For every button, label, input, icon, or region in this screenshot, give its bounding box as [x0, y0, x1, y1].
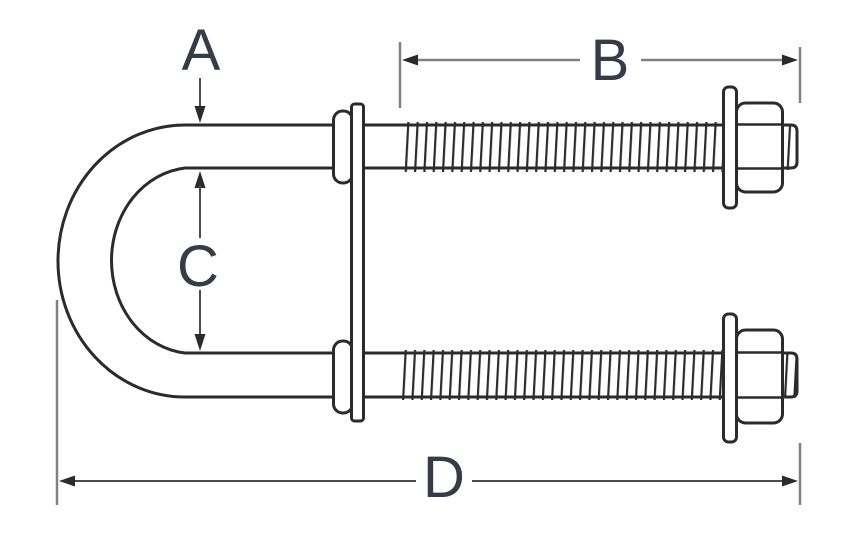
- arrow-right-icon: [782, 475, 798, 487]
- hex-nut-bottom: [735, 328, 784, 425]
- thread-stub-top: [783, 124, 796, 170]
- mounting-plate: [350, 102, 365, 423]
- threads-top-leg: [402, 122, 726, 172]
- dimension-a-label: A: [182, 18, 221, 83]
- dimension-d-label: D: [423, 445, 465, 510]
- dimension-c: C: [177, 171, 219, 351]
- hex-nut-top: [735, 101, 784, 194]
- flat-washer-bottom: [722, 312, 738, 444]
- collar-bottom: [332, 339, 354, 415]
- arrow-up-icon: [194, 171, 206, 188]
- arrow-down-icon: [194, 334, 206, 351]
- dimension-d: D: [55, 300, 802, 510]
- dimension-b: B: [398, 28, 802, 108]
- flat-washer-top: [722, 85, 738, 210]
- threads-bottom-leg: [402, 350, 726, 400]
- dimension-a: A: [182, 18, 221, 123]
- dimension-b-label: B: [591, 28, 630, 93]
- dimension-c-label: C: [177, 234, 219, 299]
- thread-stub-bottom: [783, 352, 796, 398]
- arrow-left-icon: [59, 475, 75, 487]
- arrow-right-icon: [782, 54, 798, 66]
- collar-top: [332, 109, 354, 185]
- arrow-down-icon: [194, 106, 206, 123]
- arrow-left-icon: [402, 54, 418, 66]
